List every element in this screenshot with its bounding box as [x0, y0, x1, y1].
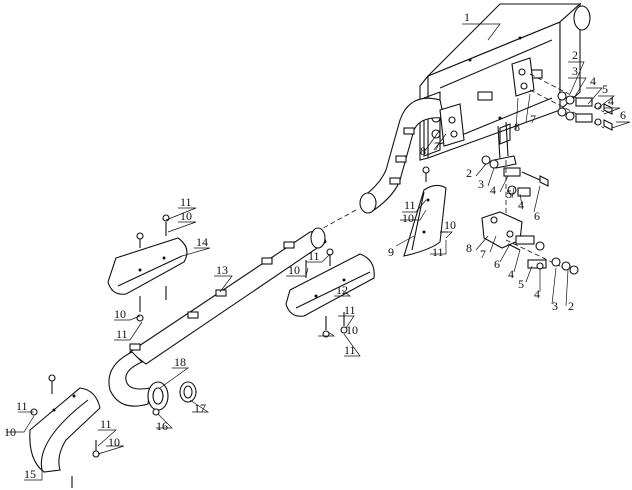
- callout-14: 14: [196, 235, 208, 249]
- callout-11: 11: [180, 195, 192, 209]
- callout-11: 11: [432, 245, 444, 259]
- bolt-stack-middle: [481, 155, 549, 232]
- callout-11: 11: [344, 343, 356, 357]
- callout-labels: 1 2 3 4 5 4 6 7 8 8 7 2 3 4 5 4 6 11 10 …: [4, 10, 626, 481]
- callout-6: 6: [494, 257, 500, 271]
- callout-12: 12: [336, 283, 348, 297]
- callout-9: 9: [388, 245, 394, 259]
- muffler-bracket-upper: [511, 57, 535, 97]
- callout-11: 11: [344, 303, 356, 317]
- callout-3: 3: [572, 64, 578, 78]
- callout-7: 7: [530, 112, 536, 126]
- callout-7: 7: [480, 247, 486, 261]
- callout-1: 1: [464, 10, 470, 24]
- callout-3: 3: [552, 299, 558, 313]
- callout-11: 11: [100, 417, 112, 431]
- callout-leaders: [6, 23, 631, 481]
- callout-8: 8: [514, 120, 520, 134]
- callout-5: 5: [506, 187, 512, 201]
- callout-4: 4: [590, 74, 596, 88]
- callout-2: 2: [572, 48, 578, 62]
- callout-5: 5: [602, 82, 608, 96]
- callout-6: 6: [534, 209, 540, 223]
- callout-17: 17: [194, 401, 206, 415]
- callout-6: 6: [620, 108, 626, 122]
- callout-15: 15: [24, 467, 36, 481]
- callout-10: 10: [346, 323, 358, 337]
- callout-4: 4: [518, 198, 524, 212]
- muffler-bracket-lower: [439, 103, 517, 169]
- front-elbow-pipe: [108, 343, 197, 416]
- heat-shield-14: [107, 214, 188, 322]
- bolt-stack-upper: [529, 73, 613, 131]
- callout-8: 8: [466, 241, 472, 255]
- callout-13: 13: [216, 263, 228, 277]
- callout-4: 4: [508, 267, 514, 281]
- callout-10: 10: [108, 435, 120, 449]
- callout-5: 5: [518, 277, 524, 291]
- heat-shield-9: [403, 166, 448, 257]
- callout-10: 10: [4, 425, 16, 439]
- callout-10: 10: [180, 209, 192, 223]
- callout-2: 2: [568, 299, 574, 313]
- callout-2: 2: [466, 166, 472, 180]
- callout-7: 7: [434, 139, 440, 153]
- callout-10: 10: [402, 211, 414, 225]
- callout-4: 4: [534, 287, 540, 301]
- callout-10: 10: [288, 263, 300, 277]
- callout-11: 11: [16, 399, 28, 413]
- rear-bracket: [481, 211, 579, 275]
- callout-18: 18: [174, 355, 186, 369]
- callout-11: 11: [116, 327, 128, 341]
- callout-11: 11: [404, 198, 416, 212]
- header-pipe-upper: [359, 97, 445, 214]
- callout-10: 10: [444, 218, 456, 232]
- callout-3: 3: [478, 177, 484, 191]
- callout-10: 10: [114, 307, 126, 321]
- mid-pipe-13: [129, 227, 327, 365]
- connection-line: [315, 209, 357, 233]
- callout-16: 16: [156, 419, 168, 433]
- callout-4: 4: [608, 94, 614, 108]
- callout-11: 11: [308, 249, 320, 263]
- heat-shield-12: [285, 248, 375, 338]
- callout-8: 8: [420, 144, 426, 158]
- callout-4: 4: [490, 183, 496, 197]
- heat-shield-15: [29, 374, 101, 488]
